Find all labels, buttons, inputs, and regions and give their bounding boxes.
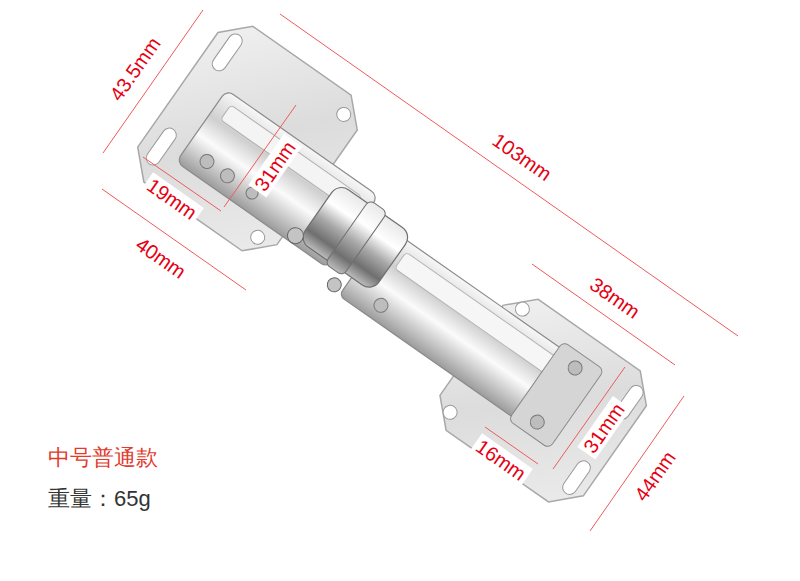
slot-hole	[560, 458, 593, 497]
model-label: 中号普通款	[48, 446, 158, 470]
rivet	[565, 358, 584, 377]
pivot-pin	[325, 275, 344, 294]
screw-hole	[248, 228, 267, 247]
slot-hole	[209, 31, 245, 73]
rivet	[218, 166, 237, 185]
dimension-label: 31mm	[577, 396, 630, 459]
dimension-label: 44mm	[628, 444, 681, 507]
hinge	[106, 12, 695, 516]
dimension-label: 16mm	[469, 433, 532, 486]
screw-hole	[334, 105, 353, 124]
rivet	[197, 152, 216, 171]
dimension-line	[532, 264, 675, 365]
dimension-line	[280, 14, 738, 336]
dimension-label: 43.5mm	[104, 31, 167, 108]
dimension-label: 38mm	[583, 271, 646, 324]
cylinder-collar	[325, 200, 388, 277]
rivet	[371, 296, 390, 315]
spring-cylinder	[298, 183, 412, 292]
dimension-label: 31mm	[248, 134, 301, 197]
dimension-lines	[102, 10, 738, 531]
dimension-label: 40mm	[129, 231, 192, 284]
screw-hole	[440, 403, 459, 422]
pivot-pin	[284, 225, 306, 247]
dimension-line	[103, 10, 203, 153]
dimension-label: 19mm	[140, 172, 203, 225]
weight-label: 重量：65g	[48, 487, 151, 511]
dimension-label: 103mm	[486, 127, 558, 187]
rivet	[528, 412, 547, 431]
